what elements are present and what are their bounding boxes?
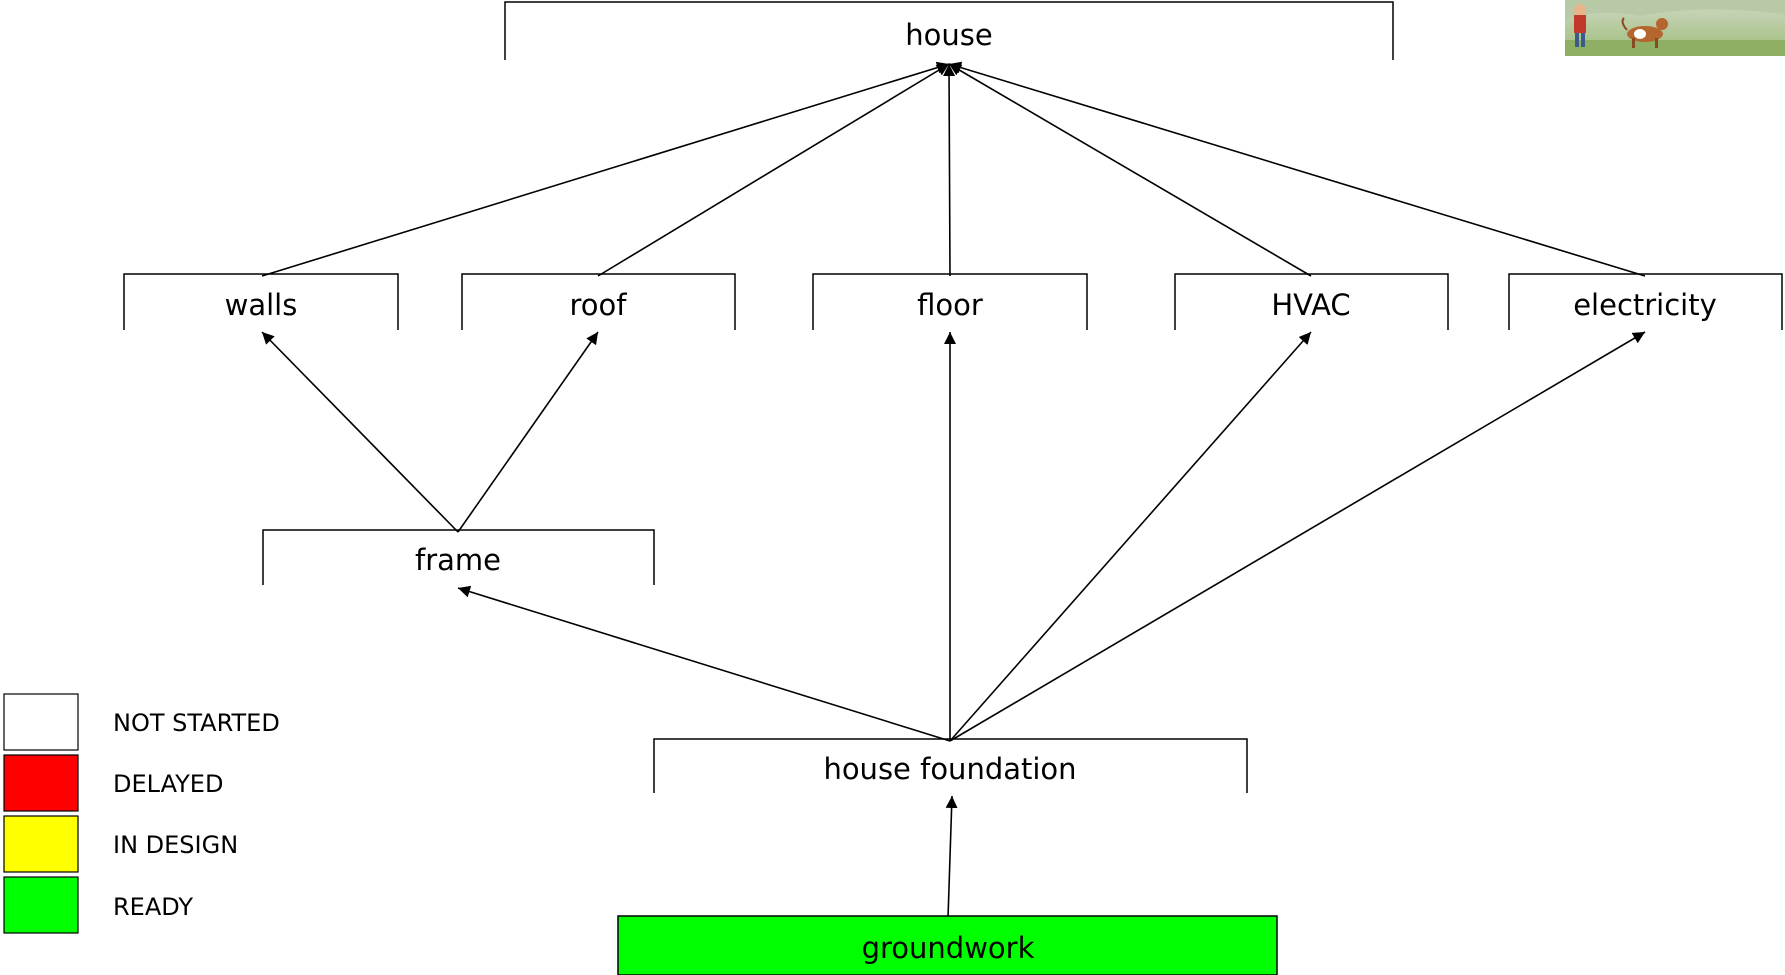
node-hvac[interactable]: HVAC: [1174, 273, 1449, 330]
legend-label-not-started: NOT STARTED: [113, 709, 280, 737]
boy-and-dog-illustration-icon: [1565, 0, 1785, 56]
node-hvac-bracket: [1174, 273, 1449, 330]
legend-label-ready: READY: [113, 893, 193, 921]
legend-swatch-in-design: [3, 815, 79, 873]
node-walls[interactable]: walls: [123, 273, 399, 330]
legend-swatch-not-started: [3, 693, 79, 751]
legend-item-in-design: IN DESIGN: [3, 815, 238, 873]
edge-hvac-to-house: [948, 63, 1312, 277]
legend-label-in-design: IN DESIGN: [113, 831, 238, 859]
legend-item-delayed: DELAYED: [3, 754, 223, 812]
node-groundwork[interactable]: groundwork: [617, 915, 1278, 975]
node-house-bracket: [504, 1, 1394, 60]
node-floor-label: floor: [917, 288, 983, 322]
node-walls-label: walls: [225, 288, 298, 322]
node-roof-bracket: [461, 273, 736, 330]
node-electricity-label: electricity: [1573, 288, 1717, 322]
edge-roof-to-house: [597, 63, 950, 277]
edges: [261, 61, 1646, 919]
legend-label-delayed: DELAYED: [113, 770, 223, 798]
node-house-foundation-bracket: [653, 738, 1248, 793]
node-hvac-label: HVAC: [1271, 288, 1350, 322]
node-electricity-bracket: [1508, 273, 1783, 330]
edge-floor-to-house: [943, 63, 956, 277]
edge-groundwork-to-foundation: [945, 795, 958, 919]
legend: NOT STARTED DELAYED IN DESIGN READY: [3, 693, 280, 934]
node-house-foundation-label: house foundation: [823, 752, 1076, 786]
edge-electricity-to-house: [948, 61, 1646, 277]
legend-swatch-delayed: [3, 754, 79, 812]
edge-foundation-to-hvac: [949, 331, 1312, 742]
node-frame-label: frame: [415, 543, 501, 577]
node-roof-label: roof: [570, 288, 628, 322]
node-electricity[interactable]: electricity: [1508, 273, 1783, 330]
legend-item-not-started: NOT STARTED: [3, 693, 280, 751]
node-house-label: house: [905, 18, 992, 52]
edge-foundation-to-frame: [457, 585, 951, 742]
node-frame-bracket: [262, 529, 655, 585]
node-walls-bracket: [123, 273, 399, 330]
node-house[interactable]: house: [504, 1, 1394, 60]
legend-swatch-ready: [3, 876, 79, 934]
edge-foundation-to-electricity: [949, 331, 1646, 742]
edge-frame-to-roof: [457, 331, 599, 533]
node-floor-bracket: [812, 273, 1088, 330]
node-floor[interactable]: floor: [812, 273, 1088, 330]
node-groundwork-box: [617, 915, 1278, 975]
node-groundwork-label: groundwork: [862, 931, 1035, 965]
node-frame[interactable]: frame: [262, 529, 655, 585]
edge-frame-to-walls: [261, 331, 459, 533]
legend-item-ready: READY: [3, 876, 193, 934]
node-house-foundation[interactable]: house foundation: [653, 738, 1248, 793]
edge-walls-to-house: [261, 61, 950, 277]
node-roof[interactable]: roof: [461, 273, 736, 330]
